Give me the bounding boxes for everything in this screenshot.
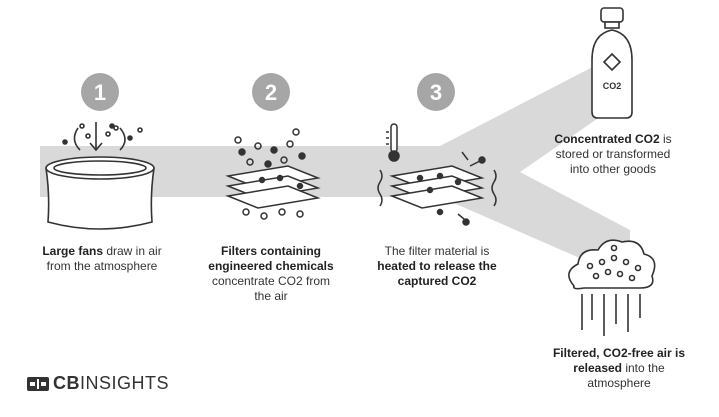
step-3-badge: 3 (417, 73, 455, 111)
tank-label: CO2 (603, 81, 622, 91)
cbinsights-logo: CBINSIGHTS (27, 373, 169, 394)
heated-filter-icon (377, 123, 497, 226)
step-1-number: 1 (94, 80, 106, 105)
step-2-line3: concentrate CO2 from (211, 274, 331, 288)
cbinsights-wordmark: CBINSIGHTS (53, 373, 170, 393)
step-3-bold2: heated to release the (377, 259, 497, 273)
concentrated-line3: into other goods (569, 162, 657, 176)
step-3-line1: The filter material is (384, 244, 490, 258)
filtered-bold2: released (573, 361, 622, 375)
step-1-badge: 1 (81, 73, 119, 111)
step-2-badge: 2 (252, 73, 290, 111)
fan-icon (45, 122, 155, 230)
step-3-bold3: captured CO2 (397, 274, 477, 288)
cbinsights-logo-icon (27, 376, 49, 391)
gas-tank-icon (591, 7, 633, 119)
filtered-bold1: Filtered, CO2-free air is (552, 346, 686, 360)
concentrated-line1: is (659, 132, 672, 146)
step-2-number: 2 (265, 80, 277, 105)
step-1-bold: Large fans (42, 244, 103, 258)
concentrated-bold: Concentrated CO2 (554, 132, 660, 146)
step-1-line1: draw in air (103, 244, 162, 258)
step-3-caption: The filter material is heated to release… (362, 244, 512, 289)
filtered-line2: into the (622, 361, 665, 375)
step-3-number: 3 (430, 80, 442, 105)
step-2-line4: the air (254, 289, 288, 303)
concentrated-line2: stored or transformed (555, 147, 671, 161)
concentrated-caption: Concentrated CO2 is stored or transforme… (538, 132, 688, 177)
step-1-line2: from the atmosphere (46, 259, 158, 273)
filtered-caption: Filtered, CO2-free air is released into … (524, 346, 714, 391)
step-1-caption: Large fans draw in air from the atmosphe… (22, 244, 182, 274)
step-2-bold2: engineered chemicals (208, 259, 334, 273)
step-2-bold1: Filters containing (220, 244, 321, 258)
step-2-caption: Filters containing engineered chemicals … (196, 244, 346, 304)
filtered-line3: atmosphere (587, 376, 651, 390)
filter-stack-icon (225, 128, 321, 220)
cloud-icon (568, 239, 656, 336)
